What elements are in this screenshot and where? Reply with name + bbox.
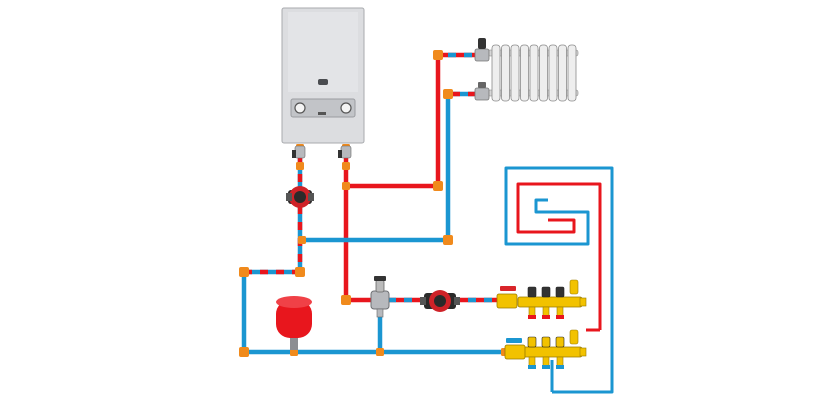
boiler-front-shade	[288, 12, 358, 92]
manifold-outlet-ring	[556, 315, 564, 319]
pipe-fitting	[342, 182, 350, 190]
boiler-valve-handle	[338, 150, 342, 158]
radiator-section	[567, 44, 577, 102]
pipe-elbow	[239, 347, 249, 357]
manifold-port-cap	[555, 286, 565, 298]
boiler-knob-left	[294, 102, 306, 114]
supply-manifold	[517, 279, 587, 319]
manifold-end-cap	[579, 347, 587, 357]
pipe-fitting	[376, 348, 384, 356]
pipe-elbow	[433, 181, 443, 191]
radiator-section	[548, 44, 558, 102]
boiler-control-panel	[290, 98, 356, 118]
underfloor-heating-loop	[504, 166, 614, 394]
radiator-section	[520, 44, 529, 102]
manifold-bar	[517, 346, 583, 358]
manifold-end-cap	[579, 297, 587, 307]
manifold-outlet-ring	[542, 365, 550, 369]
boiler-display	[318, 79, 328, 85]
circulation-pump-icon	[420, 290, 460, 312]
pipe-elbow	[341, 295, 351, 305]
manifold-port-cap	[527, 336, 537, 348]
boiler-valve	[294, 145, 306, 159]
pipe-radiator-return	[302, 91, 478, 243]
expansion-tank-icon	[276, 296, 312, 350]
pipe-elbow	[443, 235, 453, 245]
boiler-valve	[340, 145, 352, 159]
pipe-elbow	[239, 267, 249, 277]
pipe-radiator-supply	[346, 52, 478, 189]
pipe-fitting	[298, 236, 306, 244]
pipe-elbow	[433, 50, 443, 60]
boiler-knob-right	[340, 102, 352, 114]
pipe-fittings	[239, 50, 509, 357]
boiler-panel-button	[318, 112, 326, 115]
radiator-section	[501, 44, 510, 102]
boiler	[281, 7, 365, 144]
radiator-section	[539, 44, 548, 102]
manifold-port-cap	[527, 286, 537, 298]
manifold-port-cap	[555, 336, 565, 348]
circulation-pump-icon	[286, 186, 314, 208]
three-way-valve-icon	[370, 276, 390, 318]
manifold-outlet-ring	[528, 315, 536, 319]
pipe-fitting	[296, 162, 304, 170]
radiator-section	[491, 44, 501, 102]
manifold-air-vent	[569, 279, 579, 295]
boiler-valve-handle	[292, 150, 296, 158]
radiator	[487, 44, 579, 102]
radiator-valve-top	[474, 38, 490, 62]
radiator-section	[510, 44, 520, 102]
supply-ball-valve	[496, 286, 518, 309]
radiator-section	[558, 44, 567, 102]
pipe-fitting	[342, 162, 350, 170]
manifold-air-vent	[569, 329, 579, 345]
manifold-bar	[517, 296, 583, 308]
manifold-outlet-ring	[528, 365, 536, 369]
pipe-elbow	[295, 267, 305, 277]
radiator-valve-bottom	[474, 82, 490, 101]
manifold-outlet-ring	[556, 365, 564, 369]
return-manifold	[517, 329, 587, 369]
pipe-elbow	[443, 89, 453, 99]
return-ball-valve	[504, 338, 526, 360]
manifold-port-cap	[541, 286, 551, 298]
manifold-port-cap	[541, 336, 551, 348]
manifold-outlet-ring	[542, 315, 550, 319]
radiator-section	[529, 44, 539, 102]
